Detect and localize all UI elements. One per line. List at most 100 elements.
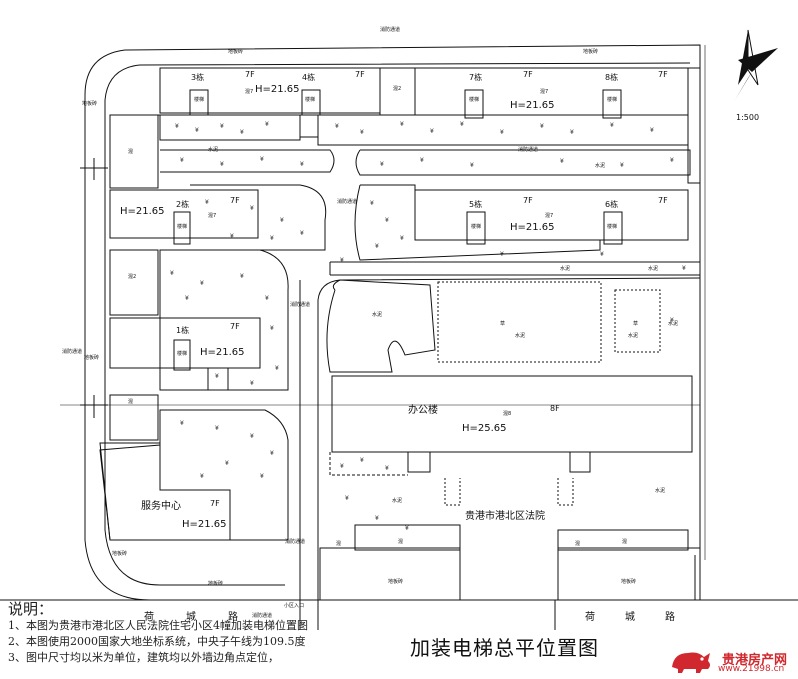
notes-line-1: 1、本图为贵港市港北区人民法院住宅小区4幢加装电梯位置图 xyxy=(8,619,308,632)
logo-url: www.21998.cn xyxy=(718,664,785,674)
svg-text:¥: ¥ xyxy=(385,217,389,224)
svg-text:¥: ¥ xyxy=(500,129,504,136)
svg-text:¥: ¥ xyxy=(270,325,274,332)
lawn-small xyxy=(614,289,661,353)
notes-heading: 说明： xyxy=(8,600,54,618)
building-1-height: H=21.65 xyxy=(200,347,245,358)
cement-label-3: 水泥 xyxy=(560,266,571,272)
pond xyxy=(326,279,436,373)
cement-label-7: 水泥 xyxy=(655,488,666,494)
small-lawn-cement: 水泥 xyxy=(628,333,639,339)
svg-text:¥: ¥ xyxy=(175,123,179,130)
svg-text:¥: ¥ xyxy=(275,365,279,372)
svg-text:¥: ¥ xyxy=(260,156,264,163)
svg-text:¥: ¥ xyxy=(225,460,229,467)
parking-south: 地板砖 xyxy=(208,581,224,587)
building-5-floors: 7F xyxy=(523,196,533,205)
parking-top: 地板砖 xyxy=(228,49,244,55)
svg-text:¥: ¥ xyxy=(430,128,434,135)
svg-text:¥: ¥ xyxy=(220,123,224,130)
building-1-name: 1栋 xyxy=(176,326,190,335)
building-3-name: 3栋 xyxy=(191,73,205,82)
svg-text:¥: ¥ xyxy=(205,199,209,206)
svg-text:¥: ¥ xyxy=(610,122,614,129)
building-5-name: 5栋 xyxy=(469,200,483,209)
street-char-2: 城 xyxy=(186,612,196,623)
building-4-floors: 7F xyxy=(355,70,365,79)
svg-text:¥: ¥ xyxy=(540,123,544,130)
svg-text:¥: ¥ xyxy=(185,295,189,302)
notes-line-2: 2、本图使用2000国家大地坐标系统，中央子午线为109.5度 xyxy=(8,635,306,648)
north-arrow xyxy=(738,30,748,85)
fire-lane-center: 消防通道 xyxy=(290,302,311,308)
svg-text:¥: ¥ xyxy=(230,233,234,240)
fire-lane-mid: 消防通道 xyxy=(518,147,539,153)
street-char-3: 路 xyxy=(228,612,238,623)
svg-text:¥: ¥ xyxy=(650,127,654,134)
svg-text:¥: ¥ xyxy=(335,123,339,130)
struct-b2: 混7 xyxy=(208,213,217,219)
svg-text:¥: ¥ xyxy=(370,200,374,207)
svg-text:¥: ¥ xyxy=(250,380,254,387)
parking-south-left: 地板砖 xyxy=(112,551,128,557)
building-2 xyxy=(109,189,259,239)
building-7-floors: 7F xyxy=(523,70,533,79)
stair-b5: 楼梯 xyxy=(471,224,482,230)
drawing-title: 加装电梯总平位置图 xyxy=(410,636,599,660)
svg-text:¥: ¥ xyxy=(265,295,269,302)
notes-line-3: 3、图中尺寸均以米为单位，建筑均以外墙边角点定位， xyxy=(8,651,279,664)
parking-left: 地板砖 xyxy=(82,101,98,107)
svg-text:¥: ¥ xyxy=(200,473,204,480)
struct-left-3: 混 xyxy=(128,399,134,405)
entrance-label: 小区入口 xyxy=(284,603,305,609)
building-1-floors: 7F xyxy=(230,322,240,331)
building-2-name: 2栋 xyxy=(176,200,190,209)
svg-text:¥: ¥ xyxy=(260,473,264,480)
svg-text:¥: ¥ xyxy=(340,463,344,470)
cement-label-4: 水泥 xyxy=(648,266,659,272)
svg-text:¥: ¥ xyxy=(400,121,404,128)
building-8-floors: 7F xyxy=(658,70,668,79)
svg-text:¥: ¥ xyxy=(265,121,269,128)
stair-b6: 楼梯 xyxy=(607,224,618,230)
svg-text:¥: ¥ xyxy=(560,158,564,165)
struct-bottom-2: 混 xyxy=(398,539,404,545)
svg-text:¥: ¥ xyxy=(200,280,204,287)
fire-lane-left: 消防通道 xyxy=(337,199,358,205)
svg-text:¥: ¥ xyxy=(420,157,424,164)
fire-lane-top: 消防通道 xyxy=(380,27,401,33)
svg-text:¥: ¥ xyxy=(195,127,199,134)
struct-b5: 混7 xyxy=(545,213,554,219)
struct-b7: 混7 xyxy=(540,89,549,95)
svg-text:¥: ¥ xyxy=(600,251,604,258)
stair-b8: 楼梯 xyxy=(607,97,618,103)
svg-text:¥: ¥ xyxy=(180,420,184,427)
street-char-5: 城 xyxy=(625,612,635,623)
parking-bottom-2: 地板砖 xyxy=(621,579,637,585)
svg-text:¥: ¥ xyxy=(280,217,284,224)
pond-cement: 水泥 xyxy=(372,312,383,318)
struct-left-2: 混2 xyxy=(128,274,137,280)
service-center xyxy=(99,442,231,541)
svg-text:¥: ¥ xyxy=(620,162,624,169)
street-char-1: 荷 xyxy=(144,612,154,623)
building-6-name: 6栋 xyxy=(605,200,619,209)
svg-text:¥: ¥ xyxy=(340,257,344,264)
svg-text:¥: ¥ xyxy=(385,465,389,472)
notes-block: 说明： 1、本图为贵港市港北区人民法院住宅小区4幢加装电梯位置图 2、本图使用2… xyxy=(8,600,308,666)
site-boundary-inner xyxy=(104,62,691,300)
svg-text:¥: ¥ xyxy=(300,230,304,237)
svg-text:¥: ¥ xyxy=(220,161,224,168)
svg-text:¥: ¥ xyxy=(375,243,379,250)
svg-text:¥: ¥ xyxy=(300,161,304,168)
service-floors: 7F xyxy=(210,499,220,508)
svg-text:¥: ¥ xyxy=(215,373,219,380)
building-2-floors: 7F xyxy=(230,196,240,205)
fire-lane-strip xyxy=(160,149,335,173)
fire-lane-west: 消防通道 xyxy=(62,349,83,355)
small-lawn-grass: 草 xyxy=(633,321,639,327)
street-char-6: 路 xyxy=(665,612,675,623)
svg-text:¥: ¥ xyxy=(215,425,219,432)
stair-b7: 楼梯 xyxy=(469,97,480,103)
